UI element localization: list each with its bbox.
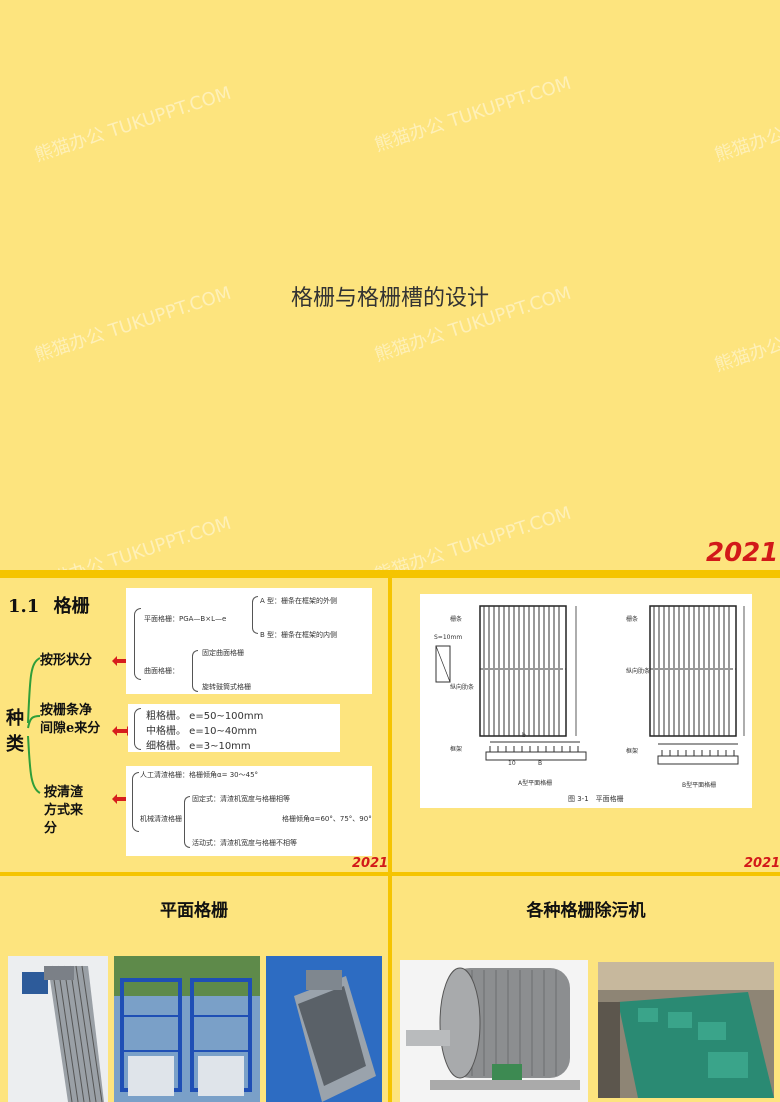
section-number: 1.1: [8, 596, 40, 617]
technical-drawing: S=10mm 栅条 纵向肋条 框架 b 10 B A型平面格栅 栅条 纵向肋条 …: [420, 594, 752, 808]
gap-types-box: 粗格栅。 e=50~100mm 中格栅。 e=10~40mm 细格栅。 e=3~…: [128, 704, 340, 752]
rotary-drum-text: 旋转鼓筒式格栅: [202, 683, 251, 691]
cleaning-types-box: 人工清渣格栅：格栅倾角α= 30～45° 机械清渣格栅 固定式：清渣机宽度与格栅…: [126, 766, 372, 856]
watermark: 熊猫办公 TUKUPPT.COM: [32, 512, 234, 570]
brace: [134, 708, 141, 750]
year-badge: 2021: [706, 538, 778, 568]
year-badge-text: 2021: [706, 538, 779, 568]
mobile-type-text: 活动式：清渣机宽度与格栅不相等: [192, 839, 297, 847]
type-a-text: A 型：栅条在框架的外侧: [260, 597, 338, 605]
separator-bar-1: [0, 570, 780, 578]
branch-cleaning: 按清渣 方式来 分: [44, 784, 83, 838]
year-badge: 2021: [744, 856, 780, 871]
rib-label-b: 纵向肋条: [626, 668, 651, 675]
category-char-1: 种: [6, 708, 24, 729]
arrow-icon: [112, 726, 132, 736]
grille-cleaner-photos-slide: 各种格栅除污机: [392, 876, 780, 1102]
brace: [184, 796, 190, 848]
bar-label-b: 栅条: [626, 616, 639, 623]
cleaner-channel-photo: [598, 962, 774, 1098]
figure-caption: 图 3-1 平面格栅: [568, 795, 624, 803]
branch-gap-line1: 按栅条净: [40, 703, 93, 718]
branch-gap-line2: 间隙e来分: [40, 721, 101, 736]
section-heading: 1.1 格栅: [8, 592, 90, 618]
dim-B-label: B: [538, 760, 543, 767]
brace: [134, 608, 141, 680]
coarse-grille-text: 粗格栅。 e=50~100mm: [146, 711, 264, 722]
page-title: 格栅与格栅槽的设计: [290, 286, 489, 311]
caption-b: B型平面格栅: [682, 782, 717, 789]
flat-grille-drawing-slide: S=10mm 栅条 纵向肋条 框架 b 10 B A型平面格栅 栅条 纵向肋条 …: [392, 578, 780, 872]
category-label: 种 类: [6, 706, 24, 758]
shape-types-box: 平面格栅：PGA—B×L—e A 型：栅条在框架的外侧 B 型：栅条在框架的内侧…: [126, 588, 372, 694]
branch-cleaning-line3: 分: [44, 821, 58, 836]
slide-title: 平面格栅: [160, 901, 228, 921]
angle-text: 格栅倾角α=60°、75°、90°: [282, 815, 372, 823]
grille-types-slide: 1.1 格栅 种 类 按形状分 按栅条净 间隙e来分 按清渣 方式来 分 平面格…: [0, 578, 388, 872]
flat-grille-text: 平面格栅：PGA—B×L—e: [144, 615, 227, 623]
fine-grille-text: 细格栅。 e=3~10mm: [146, 741, 251, 752]
branch-gap: 按栅条净 间隙e来分: [40, 702, 100, 738]
title-slide: 熊猫办公 TUKUPPT.COM 熊猫办公 TUKUPPT.COM 熊猫办公 T…: [0, 0, 780, 570]
frame-label: 框架: [450, 746, 463, 753]
watermark: 熊猫办公 TUKUPPT.COM: [712, 83, 780, 167]
separator-vertical: [388, 578, 392, 1102]
mechanical-cleaning-text: 机械清渣格栅: [140, 815, 182, 823]
grille-photo-3: [266, 956, 382, 1102]
category-tree-lines: [27, 657, 41, 794]
branch-cleaning-line2: 方式来: [44, 803, 84, 818]
category-char-2: 类: [6, 734, 24, 755]
year-badge: 2021: [352, 856, 388, 871]
dim-b-label: b: [522, 732, 526, 739]
brace: [192, 650, 198, 692]
dim-10-label: 10: [508, 760, 516, 767]
watermark: 熊猫办公 TUKUPPT.COM: [372, 72, 574, 157]
flat-grille-photos-slide: 平面格栅: [0, 876, 388, 1102]
year-badge-text: 2021: [744, 856, 780, 871]
fixed-type-text: 固定式：清渣机宽度与格栅相等: [192, 795, 290, 803]
drum-screen-photo: [400, 960, 588, 1102]
medium-grille-text: 中格栅。 e=10~40mm: [146, 726, 258, 737]
section-title: 格栅: [53, 596, 90, 617]
brace: [252, 596, 258, 634]
curved-grille-text: 曲面格栅：: [144, 667, 179, 675]
grille-photo-1: [8, 956, 108, 1102]
type-b-text: B 型：栅条在框架的内侧: [260, 631, 338, 639]
fixed-curved-text: 固定曲面格栅: [202, 649, 244, 657]
branch-shape-label: 按形状分: [40, 653, 93, 668]
grille-drawing-svg: [435, 605, 745, 765]
watermark: 熊猫办公 TUKUPPT.COM: [32, 82, 234, 167]
branch-cleaning-line1: 按清渣: [44, 785, 84, 800]
year-badge-text: 2021: [352, 856, 388, 871]
bar-label: 栅条: [450, 616, 463, 623]
watermark: 熊猫办公 TUKUPPT.COM: [372, 502, 574, 570]
brace: [132, 772, 139, 832]
manual-cleaning-text: 人工清渣格栅：格栅倾角α= 30～45°: [140, 771, 259, 779]
caption-a: A型平面格栅: [518, 780, 553, 787]
spacing-label: S=10mm: [434, 634, 463, 641]
slide-title: 各种格栅除污机: [526, 901, 646, 921]
branch-shape: 按形状分: [40, 652, 92, 670]
frame-label-b: 框架: [626, 748, 639, 755]
grille-photo-2: [114, 956, 260, 1102]
rib-label: 纵向肋条: [450, 684, 475, 691]
